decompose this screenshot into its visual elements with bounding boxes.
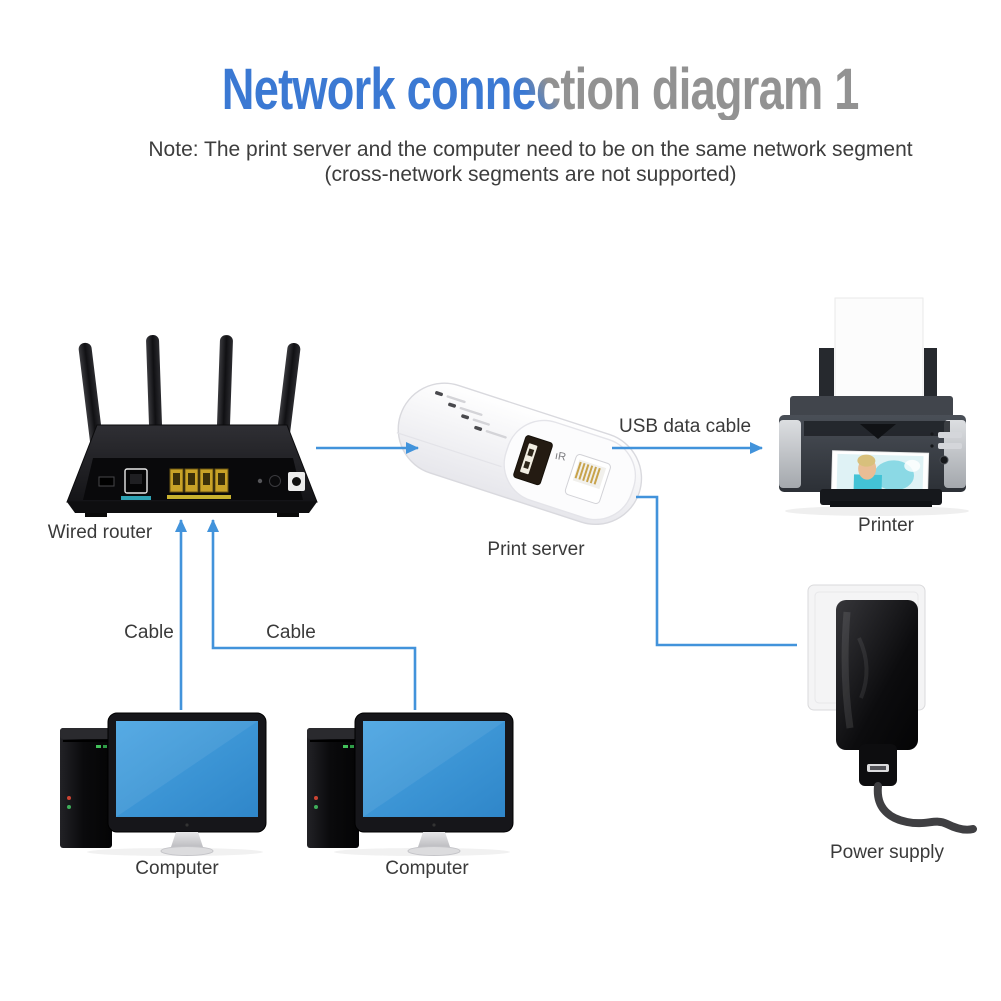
computer-right-illustration xyxy=(307,712,514,856)
printer-paper-guide-right xyxy=(924,348,937,402)
computer-tower xyxy=(60,728,112,848)
monitor-base xyxy=(160,846,214,856)
wired-router-image xyxy=(55,330,325,525)
wired-router-label: Wired router xyxy=(47,522,153,543)
wired-router-illustration xyxy=(66,335,318,517)
printer-top-lid xyxy=(790,396,953,418)
router-reset-hole xyxy=(257,478,263,484)
print-server-logo: ıR xyxy=(554,450,567,464)
printer-illustration xyxy=(779,297,969,516)
note-line-1: Note: The print server and the computer … xyxy=(148,138,913,161)
power-cable xyxy=(873,782,977,834)
printer-image xyxy=(772,293,982,523)
power-supply-image xyxy=(795,578,1000,848)
print-server-body: ıR xyxy=(396,382,643,526)
print-server-usb-port xyxy=(513,435,553,486)
computer-right-image xyxy=(302,706,517,861)
router-ports xyxy=(98,468,305,500)
monitor-screen xyxy=(363,721,505,817)
monitor-stand xyxy=(170,832,204,850)
printer-paper-guide-left xyxy=(819,348,834,402)
printer-photo-output xyxy=(830,450,930,500)
router-power-button xyxy=(269,475,281,487)
printer-paper xyxy=(834,297,924,403)
computer-tower xyxy=(307,728,359,848)
printer-label: Printer xyxy=(858,515,914,536)
note-text: Note: The print server and the computer … xyxy=(30,137,1001,187)
computer-left-label: Computer xyxy=(135,858,219,879)
note-line-2: (cross-network segments are not supporte… xyxy=(324,163,737,186)
page-title-text: Network connection diagram 1 xyxy=(222,57,860,122)
router-wan-strip xyxy=(121,496,151,500)
monitor-screen xyxy=(116,721,258,817)
printer-control-buttons xyxy=(930,432,962,465)
monitor-base xyxy=(407,846,461,856)
power-supply-illustration xyxy=(807,584,977,834)
print-server-illustration: ıR xyxy=(396,382,643,526)
printer-shadow xyxy=(785,506,969,516)
computer-monitor xyxy=(107,712,267,856)
print-server-leds xyxy=(435,391,507,439)
cable-right-label: Cable xyxy=(266,622,316,643)
power-supply-label: Power supply xyxy=(829,842,945,863)
router-usb-port xyxy=(98,476,115,487)
monitor-stand xyxy=(417,832,451,850)
print-server-image: ıR xyxy=(386,371,666,551)
computer-monitor xyxy=(354,712,514,856)
router-lan-strip xyxy=(167,495,231,499)
print-server-rj45-port xyxy=(564,454,611,505)
computer-left-image xyxy=(55,706,270,861)
computer-right-label: Computer xyxy=(385,858,469,879)
cable-left-label: Cable xyxy=(124,622,174,643)
computer-left-illustration xyxy=(60,712,267,856)
usb-data-cable-label: USB data cable xyxy=(618,416,752,437)
line-computer-right-to-router xyxy=(207,519,417,710)
power-adapter xyxy=(836,600,918,786)
page-title: Network connection diagram 1 xyxy=(40,60,1001,120)
print-server-label: Print server xyxy=(487,539,585,560)
printer-side-left xyxy=(779,420,801,488)
router-lan-ports xyxy=(169,468,229,493)
